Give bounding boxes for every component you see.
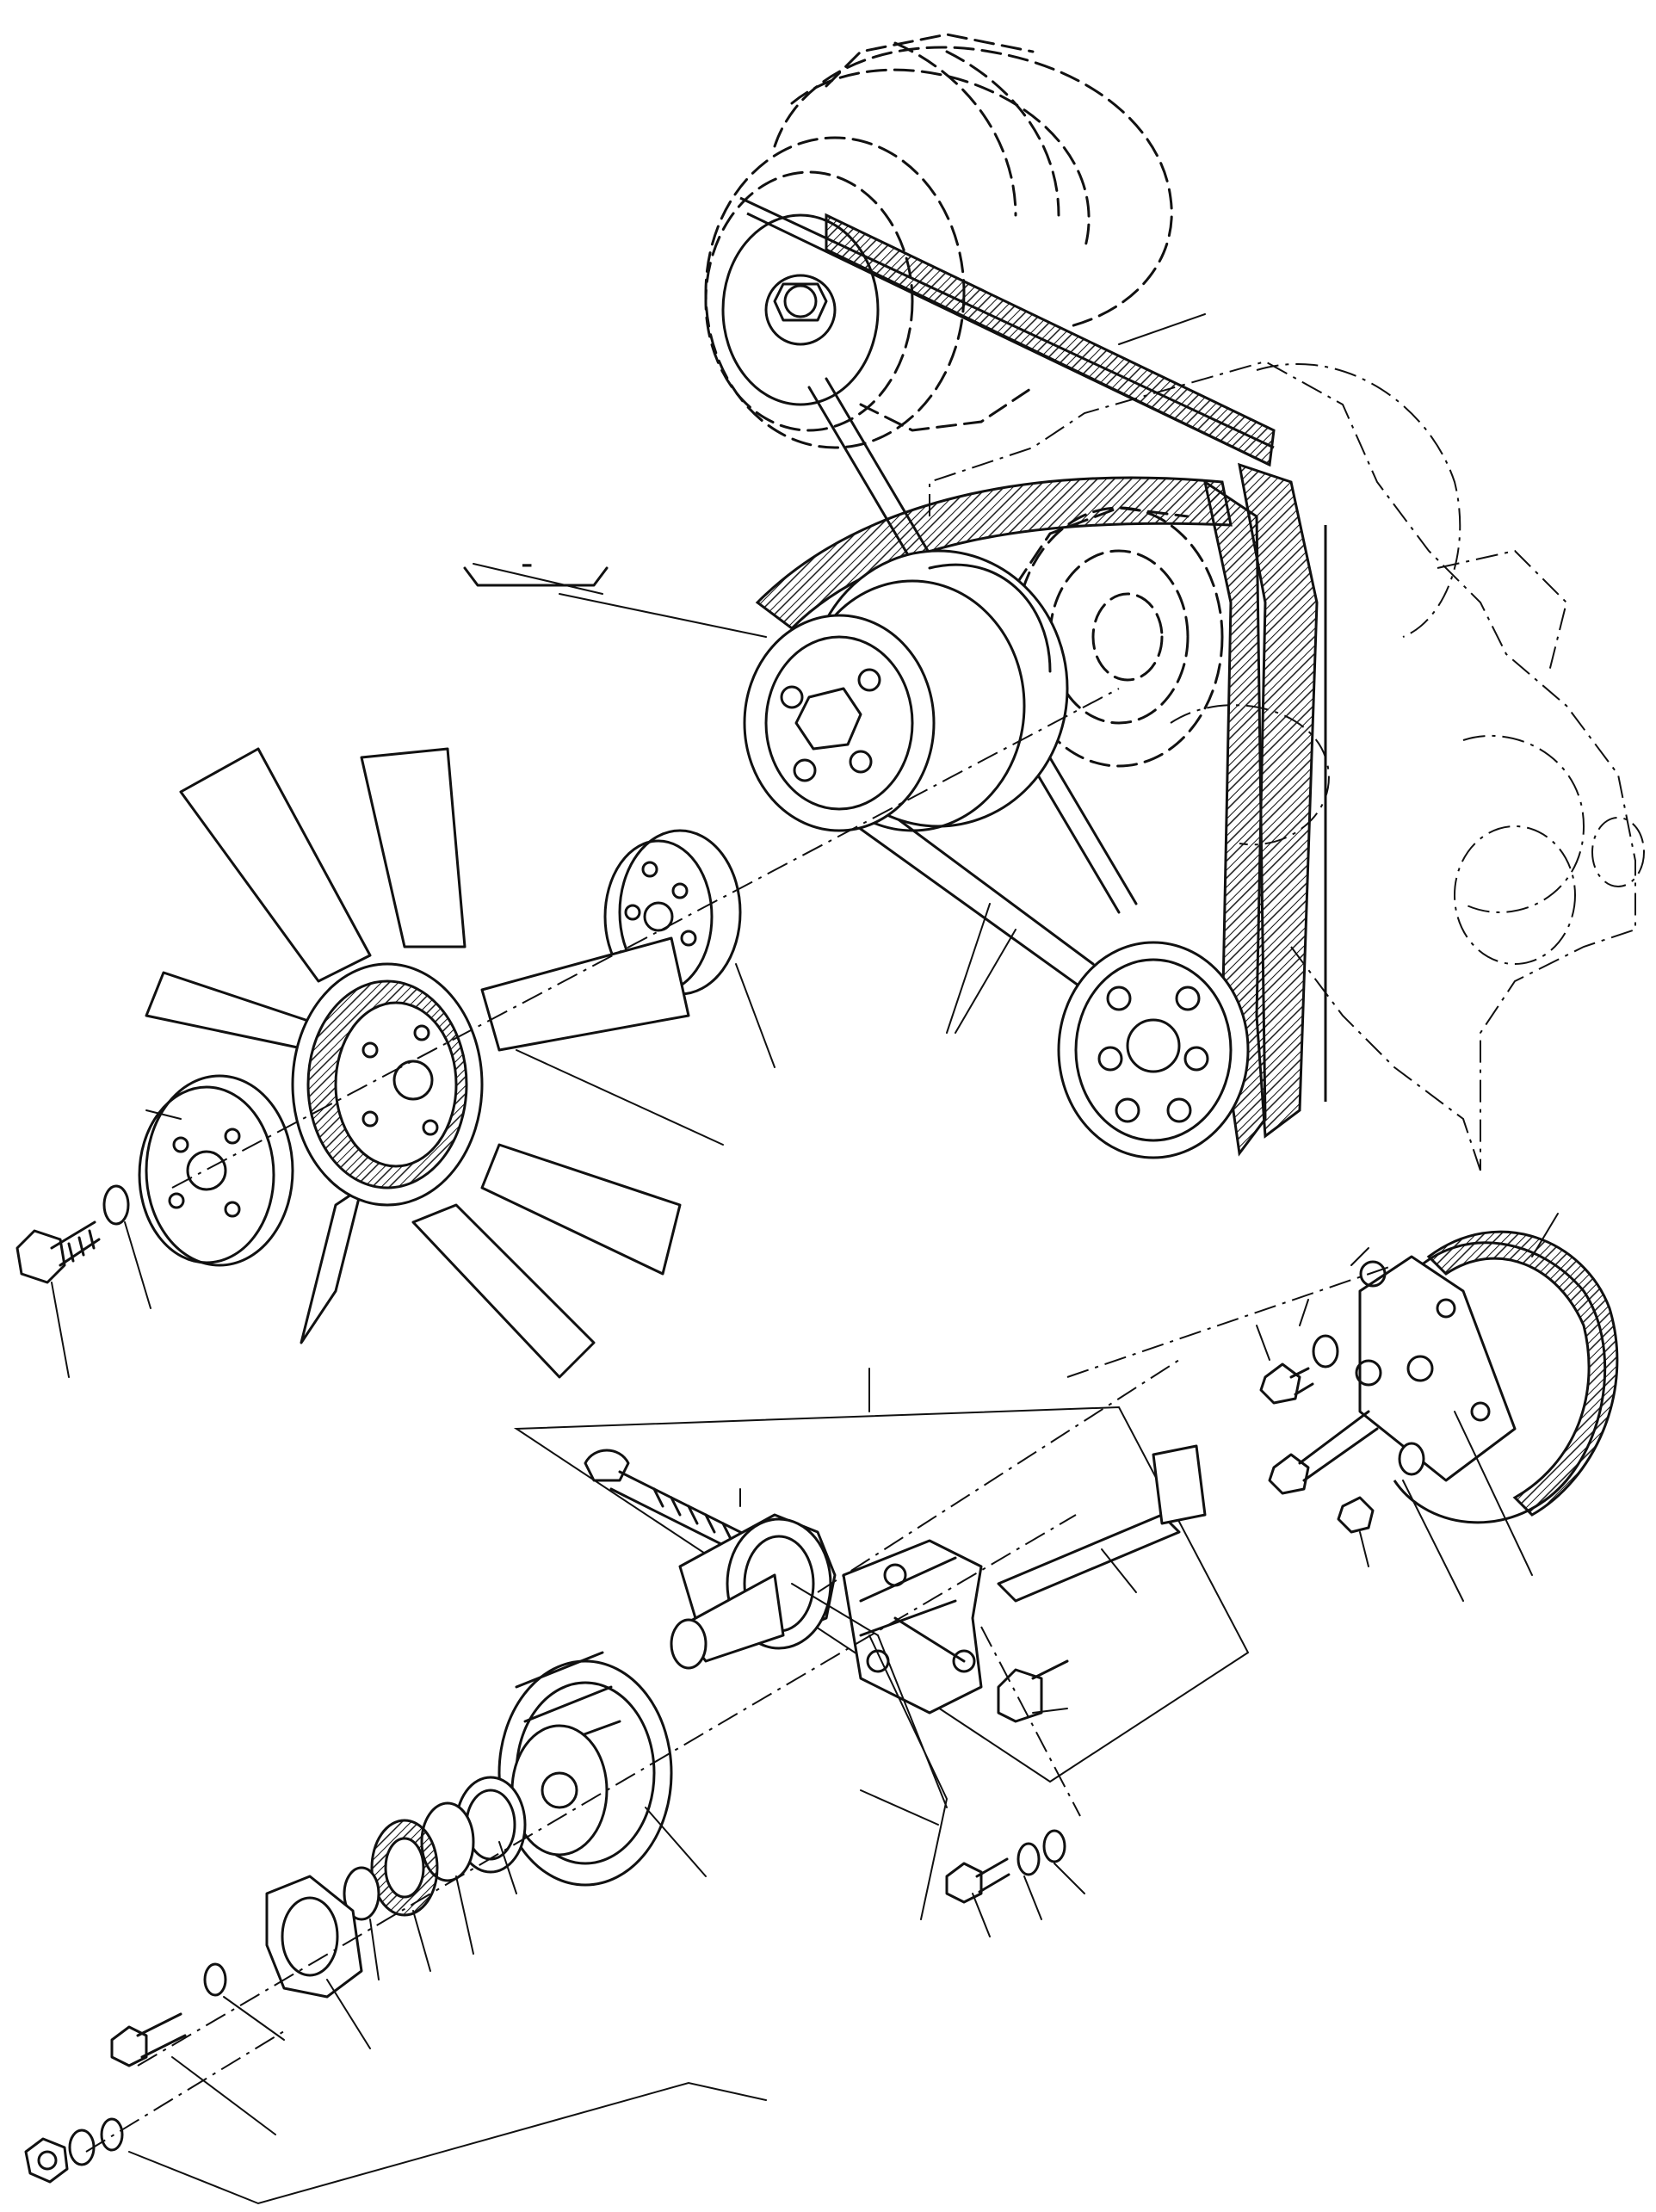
bracket-bolts <box>1259 1362 1379 1534</box>
fan-blade-2 <box>360 747 467 948</box>
fan-blade-5 <box>411 1203 596 1379</box>
reference-mark-text: - <box>521 544 533 584</box>
fan-blade-3 <box>480 936 690 1052</box>
cooling-fan <box>145 747 690 1379</box>
fan-drive-pulley <box>743 549 1069 832</box>
hub-disc <box>138 1074 294 1267</box>
fan-washer <box>102 1184 130 1226</box>
alternator <box>704 33 1173 449</box>
leader-lines <box>51 313 1559 2205</box>
fan-blade-7 <box>145 971 320 1052</box>
fan-blade-6 <box>300 1186 363 1344</box>
fan-blade-1 <box>179 747 372 983</box>
bottom-fasteners <box>24 1829 1066 2184</box>
drive-belt-outer <box>1202 462 1327 1157</box>
centerlines <box>85 688 1395 2153</box>
fan-bolt <box>15 1220 101 1284</box>
drive-belt-upper <box>739 196 1276 467</box>
lower-pulley <box>1057 941 1250 1159</box>
compressor-bracket <box>1312 1230 1619 1524</box>
idler-pulley-assembly <box>203 1513 837 1999</box>
reference-symbol: - <box>463 544 609 587</box>
fan-blade-4 <box>480 1143 682 1276</box>
tensioner-assembly <box>513 1406 1250 1783</box>
